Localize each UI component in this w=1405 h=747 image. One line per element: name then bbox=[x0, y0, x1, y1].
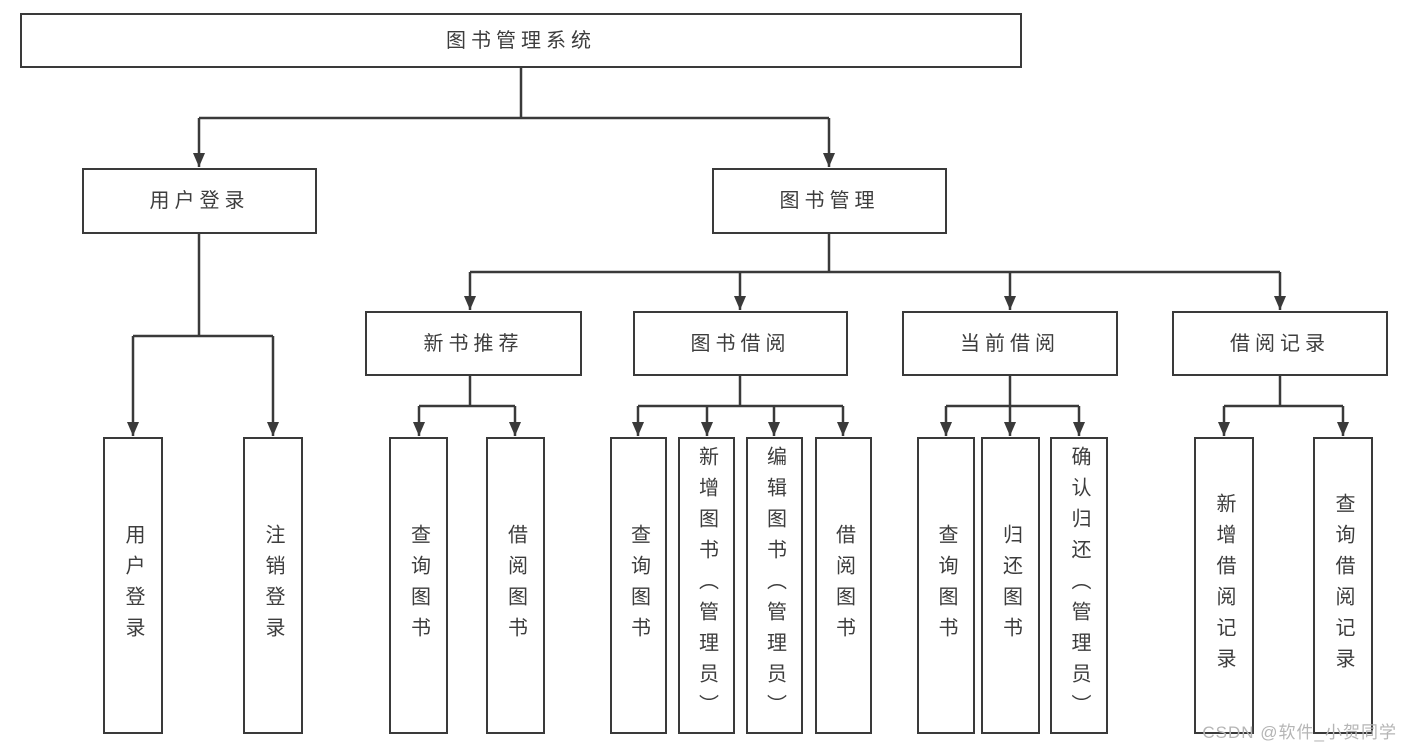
node-user-login: 用户登录 bbox=[82, 168, 317, 234]
node-book-management: 图书管理 bbox=[712, 168, 947, 234]
leaf-logout: 注销登录 bbox=[243, 437, 303, 734]
leaf-query-books-borrow: 查询图书 bbox=[610, 437, 667, 734]
node-book-borrow: 图书借阅 bbox=[633, 311, 848, 376]
node-root-library-system: 图书管理系统 bbox=[20, 13, 1022, 68]
leaf-confirm-return-admin: 确认归还（管理员） bbox=[1050, 437, 1108, 734]
leaf-query-books-current: 查询图书 bbox=[917, 437, 975, 734]
leaf-return-books: 归还图书 bbox=[981, 437, 1040, 734]
leaf-query-borrow-record: 查询借阅记录 bbox=[1313, 437, 1373, 734]
leaf-edit-book-admin: 编辑图书（管理员） bbox=[746, 437, 803, 734]
leaf-borrow-books-recommend: 借阅图书 bbox=[486, 437, 545, 734]
leaf-add-book-admin: 新增图书（管理员） bbox=[678, 437, 735, 734]
node-current-borrow: 当前借阅 bbox=[902, 311, 1118, 376]
leaf-add-borrow-record: 新增借阅记录 bbox=[1194, 437, 1254, 734]
node-borrow-records: 借阅记录 bbox=[1172, 311, 1388, 376]
leaf-query-books-recommend: 查询图书 bbox=[389, 437, 448, 734]
leaf-borrow-books: 借阅图书 bbox=[815, 437, 872, 734]
node-new-book-recommend: 新书推荐 bbox=[365, 311, 582, 376]
leaf-user-login: 用户登录 bbox=[103, 437, 163, 734]
csdn-watermark: CSDN @软件_小贺同学 bbox=[1202, 723, 1397, 742]
